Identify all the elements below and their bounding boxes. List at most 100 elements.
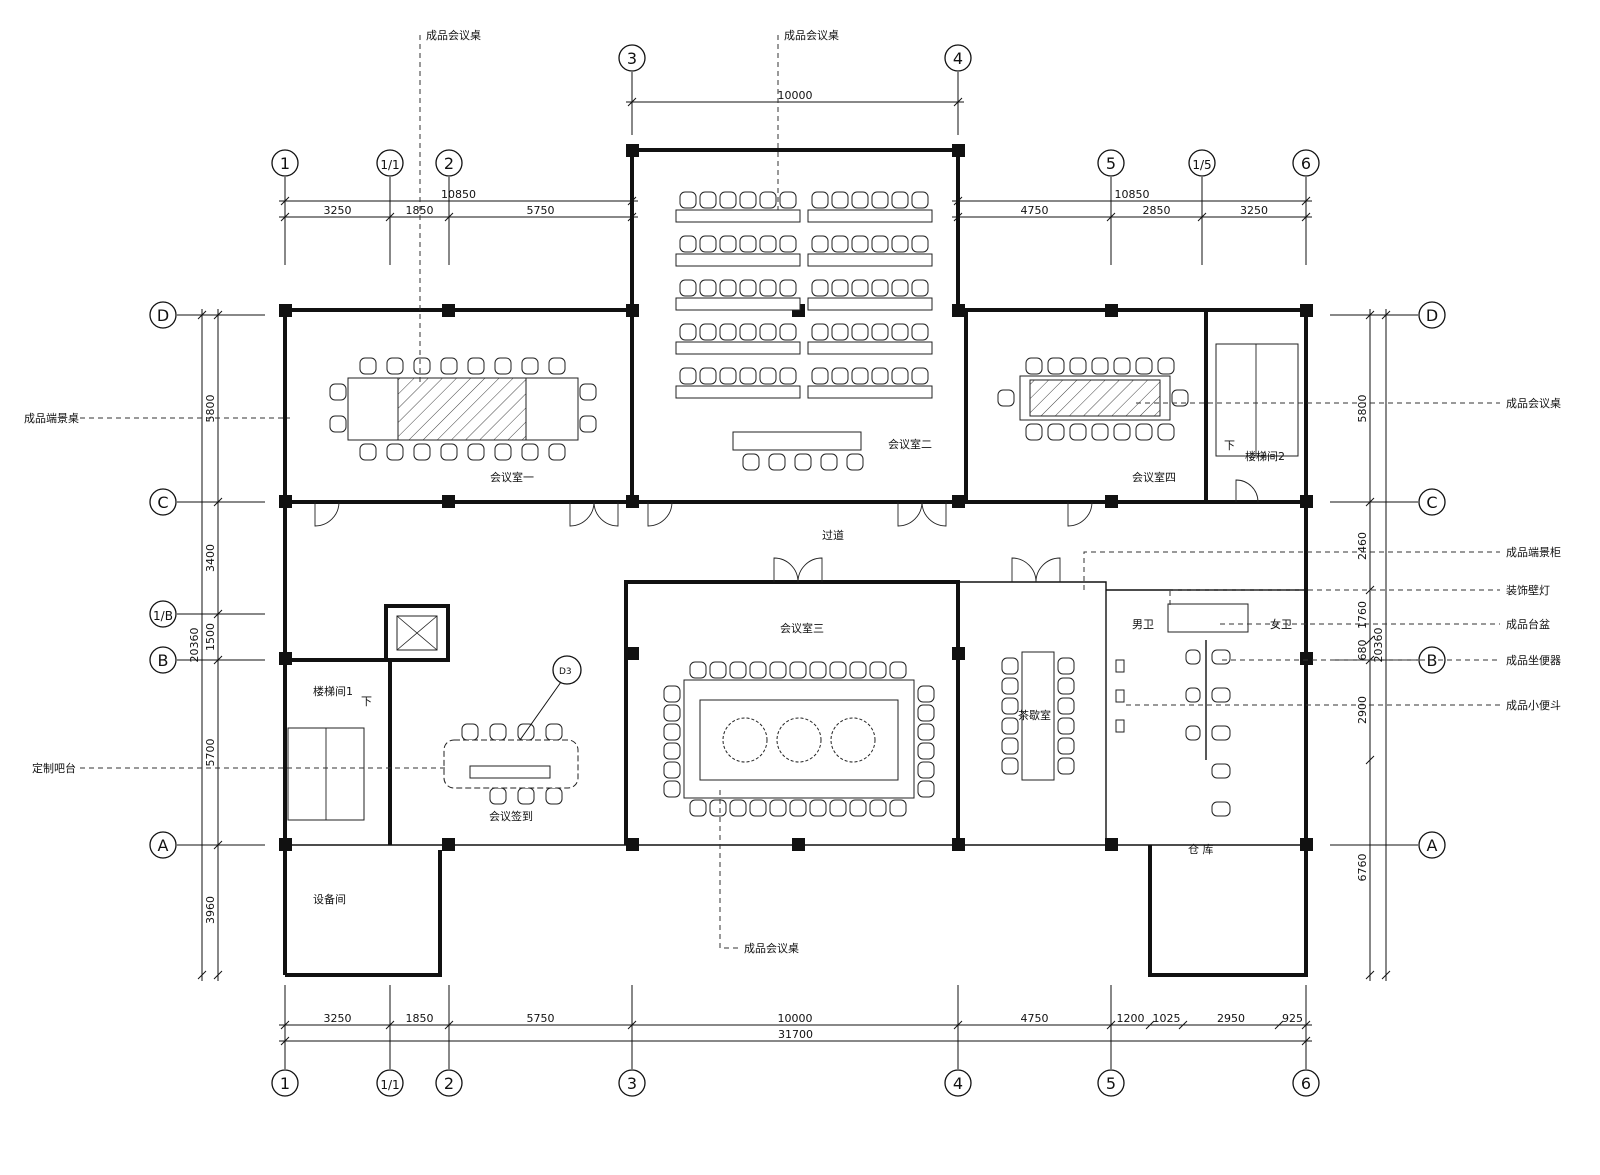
room-meeting-4: 会议室四 (1132, 470, 1176, 484)
equipment-room-wall (285, 850, 442, 977)
chair (329, 383, 347, 401)
seat (739, 323, 757, 341)
seat (779, 323, 797, 341)
chair (663, 723, 681, 741)
dim-bottom-total: 31700 (279, 1028, 1312, 1046)
chair (663, 742, 681, 760)
seat (779, 279, 797, 297)
seat (871, 323, 889, 341)
chair (1001, 697, 1019, 715)
axis-bubble-circle (618, 44, 646, 72)
axis-bubble-label: 3 (627, 1074, 637, 1093)
chair (548, 357, 566, 375)
chair (749, 661, 767, 679)
stair-2 (1215, 343, 1299, 457)
seat (699, 367, 717, 385)
desk-row (807, 385, 933, 399)
ax-top-2: 2 (435, 149, 463, 177)
chair (663, 761, 681, 779)
ax-top-1-1: 1/1 (376, 149, 404, 177)
axis-bubble-label: 1/5 (1192, 158, 1211, 172)
label-conf-table-right: 成品会议桌 (1506, 397, 1561, 410)
chair (849, 661, 867, 679)
chair (579, 415, 597, 433)
ax-left-C: C (149, 488, 177, 516)
axis-bubble-label: 2 (444, 1074, 454, 1093)
chair (849, 799, 867, 817)
plant-icon (830, 717, 876, 763)
axis-bubble-label: 1/1 (380, 158, 399, 172)
seat (739, 367, 757, 385)
desk-row (675, 209, 801, 223)
chair (663, 780, 681, 798)
dimension-value: 20360 (188, 628, 201, 663)
chair (1057, 657, 1075, 675)
ax-right-A: A (1418, 831, 1446, 859)
column (626, 304, 639, 317)
desk-row (675, 253, 801, 267)
elevator-shaft (384, 604, 450, 662)
column (626, 838, 639, 851)
room-stair-2: 楼梯间2 (1245, 449, 1285, 463)
ax-left-1B: 1/B (149, 600, 177, 628)
chair (709, 661, 727, 679)
seat (871, 367, 889, 385)
chair (1113, 423, 1131, 441)
toilet-icon (1185, 725, 1201, 741)
seat (911, 323, 929, 341)
chair (521, 443, 539, 461)
seat (719, 323, 737, 341)
seat (699, 191, 717, 209)
dim-tick (1178, 1020, 1188, 1030)
seat (719, 279, 737, 297)
axis-bubble-circle (1418, 301, 1446, 329)
column (952, 647, 965, 660)
dim-tick (213, 609, 223, 619)
dim-tick (280, 1036, 290, 1046)
chair (489, 723, 507, 741)
chair (917, 780, 935, 798)
chair (1025, 423, 1043, 441)
dim-tick (1197, 212, 1207, 222)
ax-up-3: 3 (618, 44, 646, 72)
chair (689, 661, 707, 679)
chair (1001, 657, 1019, 675)
axis-bubble-circle (618, 1069, 646, 1097)
chair (1057, 697, 1075, 715)
chair (467, 443, 485, 461)
chair (461, 723, 479, 741)
axis-bubble-label: 5 (1106, 1074, 1116, 1093)
chair (769, 661, 787, 679)
seat (891, 235, 909, 253)
ax-right-C: C (1418, 488, 1446, 516)
dimension-value: 1500 (204, 623, 217, 651)
toilet-icon (1185, 687, 1201, 703)
seat (679, 235, 697, 253)
chair (749, 799, 767, 817)
meeting1-table (347, 377, 579, 441)
dimension-value: 925 (1282, 1012, 1303, 1025)
axis-bubble-circle (1097, 1069, 1125, 1097)
axis-bubble-circle (149, 600, 177, 628)
ax-top-1-5: 1/5 (1188, 149, 1216, 177)
axis-bubble-circle (271, 1069, 299, 1097)
sign-in-bar (443, 739, 579, 789)
seat (851, 191, 869, 209)
chair (386, 443, 404, 461)
chair (917, 742, 935, 760)
room-labels: 会议室一 会议室二 会议室三 会议室四 楼梯间1 楼梯间2 过道 茶歇室 男卫 … (313, 437, 1292, 906)
urinal-icon (1115, 659, 1125, 673)
desk-row (807, 253, 933, 267)
structural-columns (279, 144, 1313, 851)
chair (1047, 357, 1065, 375)
dim-top-left-total: 10850 (279, 188, 638, 206)
ax-bot-3: 3 (618, 1069, 646, 1097)
dimension-value: 4750 (1021, 204, 1049, 217)
seat (891, 279, 909, 297)
chair (548, 443, 566, 461)
room-meeting-2: 会议室二 (888, 437, 932, 451)
dimension-value: 2950 (1217, 1012, 1245, 1025)
column (1300, 652, 1313, 665)
dim-tick (197, 970, 207, 980)
